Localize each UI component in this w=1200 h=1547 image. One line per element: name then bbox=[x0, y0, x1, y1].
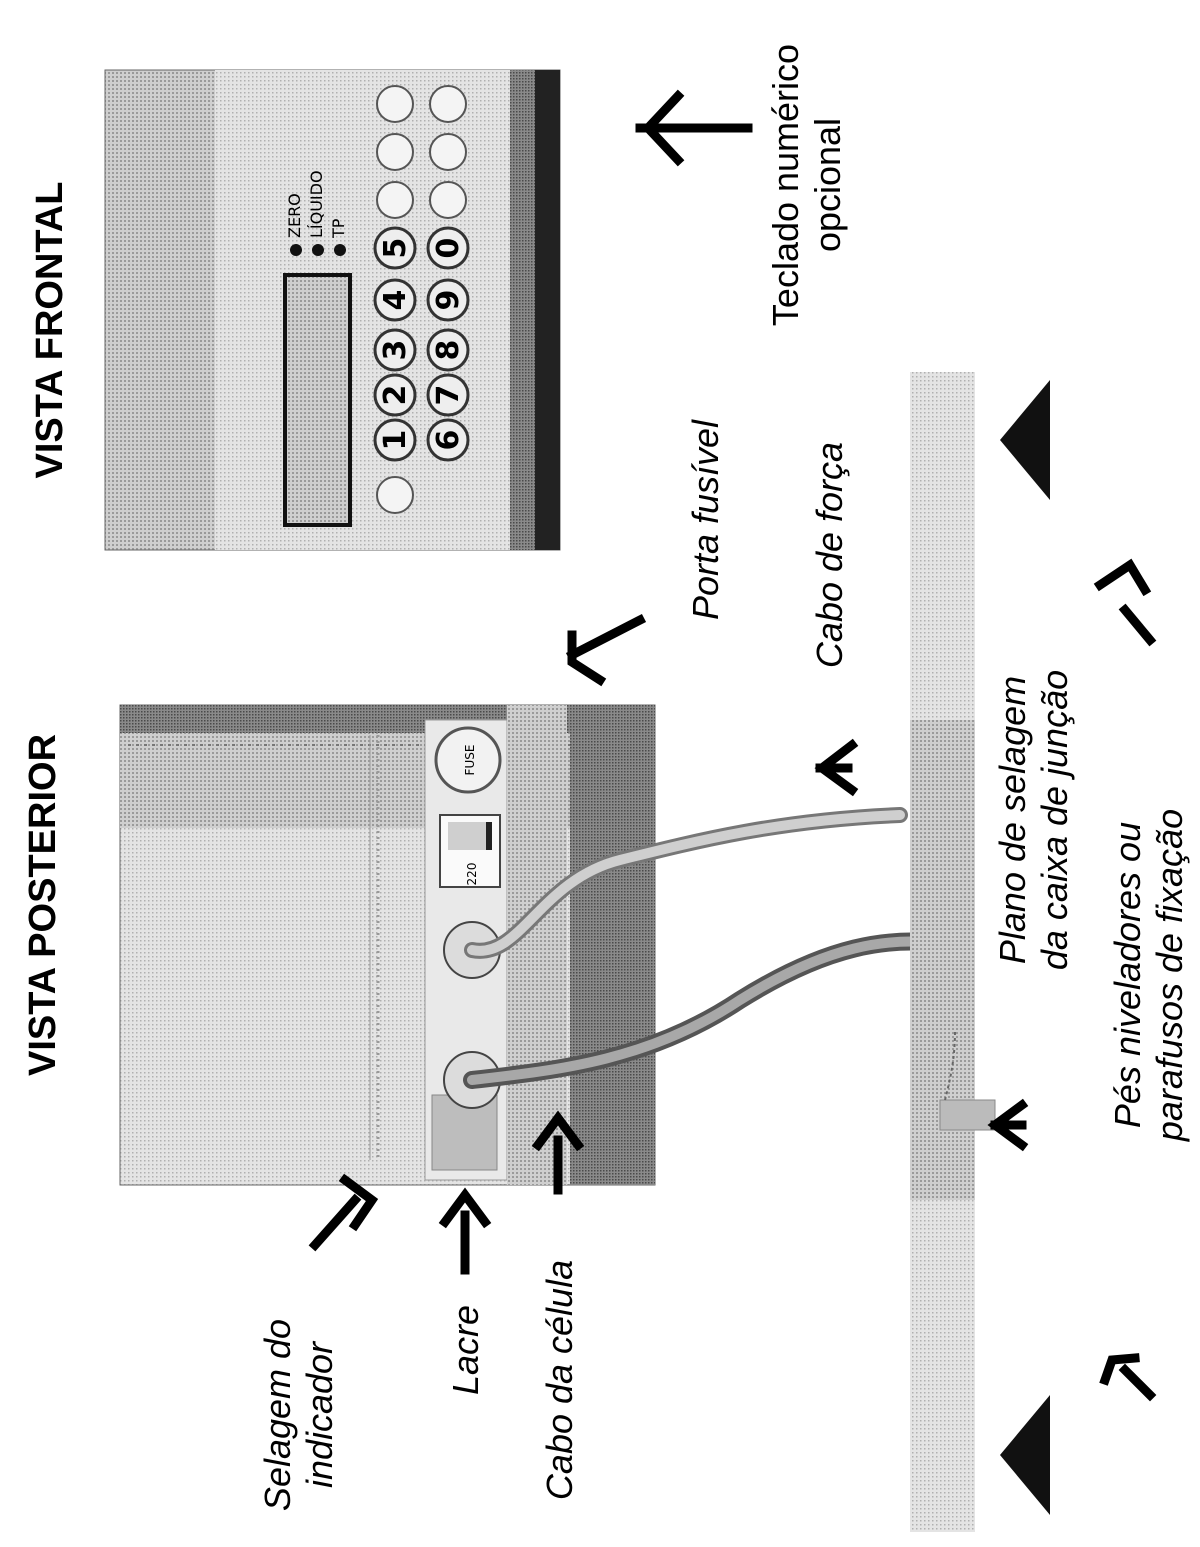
front-view-panel: ZERO LÍQUIDO TP 1 2 3 4 5 6 7 8 9 0 bbox=[104, 69, 561, 551]
callout-arrows bbox=[308, 89, 1157, 1402]
key-6: 6 bbox=[426, 418, 470, 462]
arrow-foot-top bbox=[1118, 603, 1157, 647]
keypad: 1 2 3 4 5 6 7 8 9 0 bbox=[373, 85, 470, 514]
function-key bbox=[376, 181, 414, 219]
arrow-fuse bbox=[565, 613, 647, 662]
label-power-cable: Cabo de força bbox=[809, 442, 850, 668]
svg-text:Selagem do: Selagem do bbox=[257, 1319, 298, 1511]
rear-view-title: VISTA POSTERIOR bbox=[22, 734, 64, 1076]
status-leds: ZERO LÍQUIDO TP bbox=[285, 170, 348, 256]
svg-text:indicador: indicador bbox=[299, 1340, 340, 1488]
fuse-holder: FUSE bbox=[434, 726, 502, 794]
led-zero-label: ZERO bbox=[285, 193, 304, 238]
function-key bbox=[376, 133, 414, 171]
function-key bbox=[376, 85, 414, 123]
label-sealing-plane: Plano de selagem da caixa de junção bbox=[992, 670, 1075, 970]
function-key bbox=[429, 133, 467, 171]
led-tp-label: TP bbox=[329, 218, 348, 239]
label-cell-cable: Cabo da célula bbox=[539, 1260, 580, 1500]
svg-text:Teclado numérico: Teclado numérico bbox=[765, 44, 806, 326]
key-7: 7 bbox=[426, 373, 470, 417]
key-2: 2 bbox=[373, 373, 417, 417]
key-4: 4 bbox=[373, 278, 417, 322]
base-plate bbox=[910, 372, 1050, 1532]
label-leveling-feet: Pés niveladores ou parafusos de fixação bbox=[1107, 809, 1190, 1142]
label-fuse-holder: Porta fusível bbox=[685, 419, 726, 620]
indicator-seal-wire bbox=[128, 735, 645, 1160]
label-optional-keypad: Teclado numérico opcional bbox=[765, 44, 848, 326]
key-9: 9 bbox=[426, 278, 470, 322]
svg-text:da caixa de junção: da caixa de junção bbox=[1034, 670, 1075, 970]
svg-text:2: 2 bbox=[378, 385, 413, 406]
front-view-title: VISTA FRONTAL bbox=[29, 182, 71, 479]
leveling-foot-bottom bbox=[1000, 1395, 1050, 1515]
rear-view-panel: FUSE 220 bbox=[119, 704, 974, 1186]
voltage-label: 220 bbox=[465, 863, 479, 886]
function-key bbox=[429, 181, 467, 219]
function-key bbox=[376, 476, 414, 514]
function-key bbox=[429, 85, 467, 123]
svg-text:Pés niveladores ou: Pés niveladores ou bbox=[1107, 822, 1148, 1128]
arrow-indicator-seal bbox=[308, 1193, 362, 1252]
svg-text:Plano de selagem: Plano de selagem bbox=[992, 676, 1033, 964]
label-seal: Lacre bbox=[445, 1305, 486, 1395]
svg-text:3: 3 bbox=[378, 340, 413, 361]
svg-text:parafusos de fixação: parafusos de fixação bbox=[1149, 809, 1190, 1142]
label-indicator-seal: Selagem do indicador bbox=[257, 1319, 340, 1511]
svg-text:9: 9 bbox=[431, 290, 466, 311]
svg-text:1: 1 bbox=[378, 430, 413, 451]
display-window bbox=[283, 273, 352, 527]
key-0: 0 bbox=[426, 226, 470, 270]
key-3: 3 bbox=[373, 328, 417, 372]
svg-text:5: 5 bbox=[378, 238, 413, 259]
svg-text:4: 4 bbox=[378, 290, 413, 311]
svg-text:0: 0 bbox=[431, 238, 466, 259]
led-net-label: LÍQUIDO bbox=[307, 170, 326, 238]
svg-text:8: 8 bbox=[431, 340, 466, 361]
fuse-label: FUSE bbox=[463, 745, 477, 776]
key-8: 8 bbox=[426, 328, 470, 372]
key-5: 5 bbox=[373, 226, 417, 270]
arrow-foot-bottom bbox=[1118, 1363, 1157, 1402]
voltage-switch: 220 bbox=[439, 814, 501, 888]
svg-text:opcional: opcional bbox=[807, 118, 848, 252]
svg-text:7: 7 bbox=[431, 385, 466, 406]
key-1: 1 bbox=[373, 418, 417, 462]
leveling-foot-top bbox=[1000, 380, 1050, 500]
svg-text:6: 6 bbox=[431, 430, 466, 451]
